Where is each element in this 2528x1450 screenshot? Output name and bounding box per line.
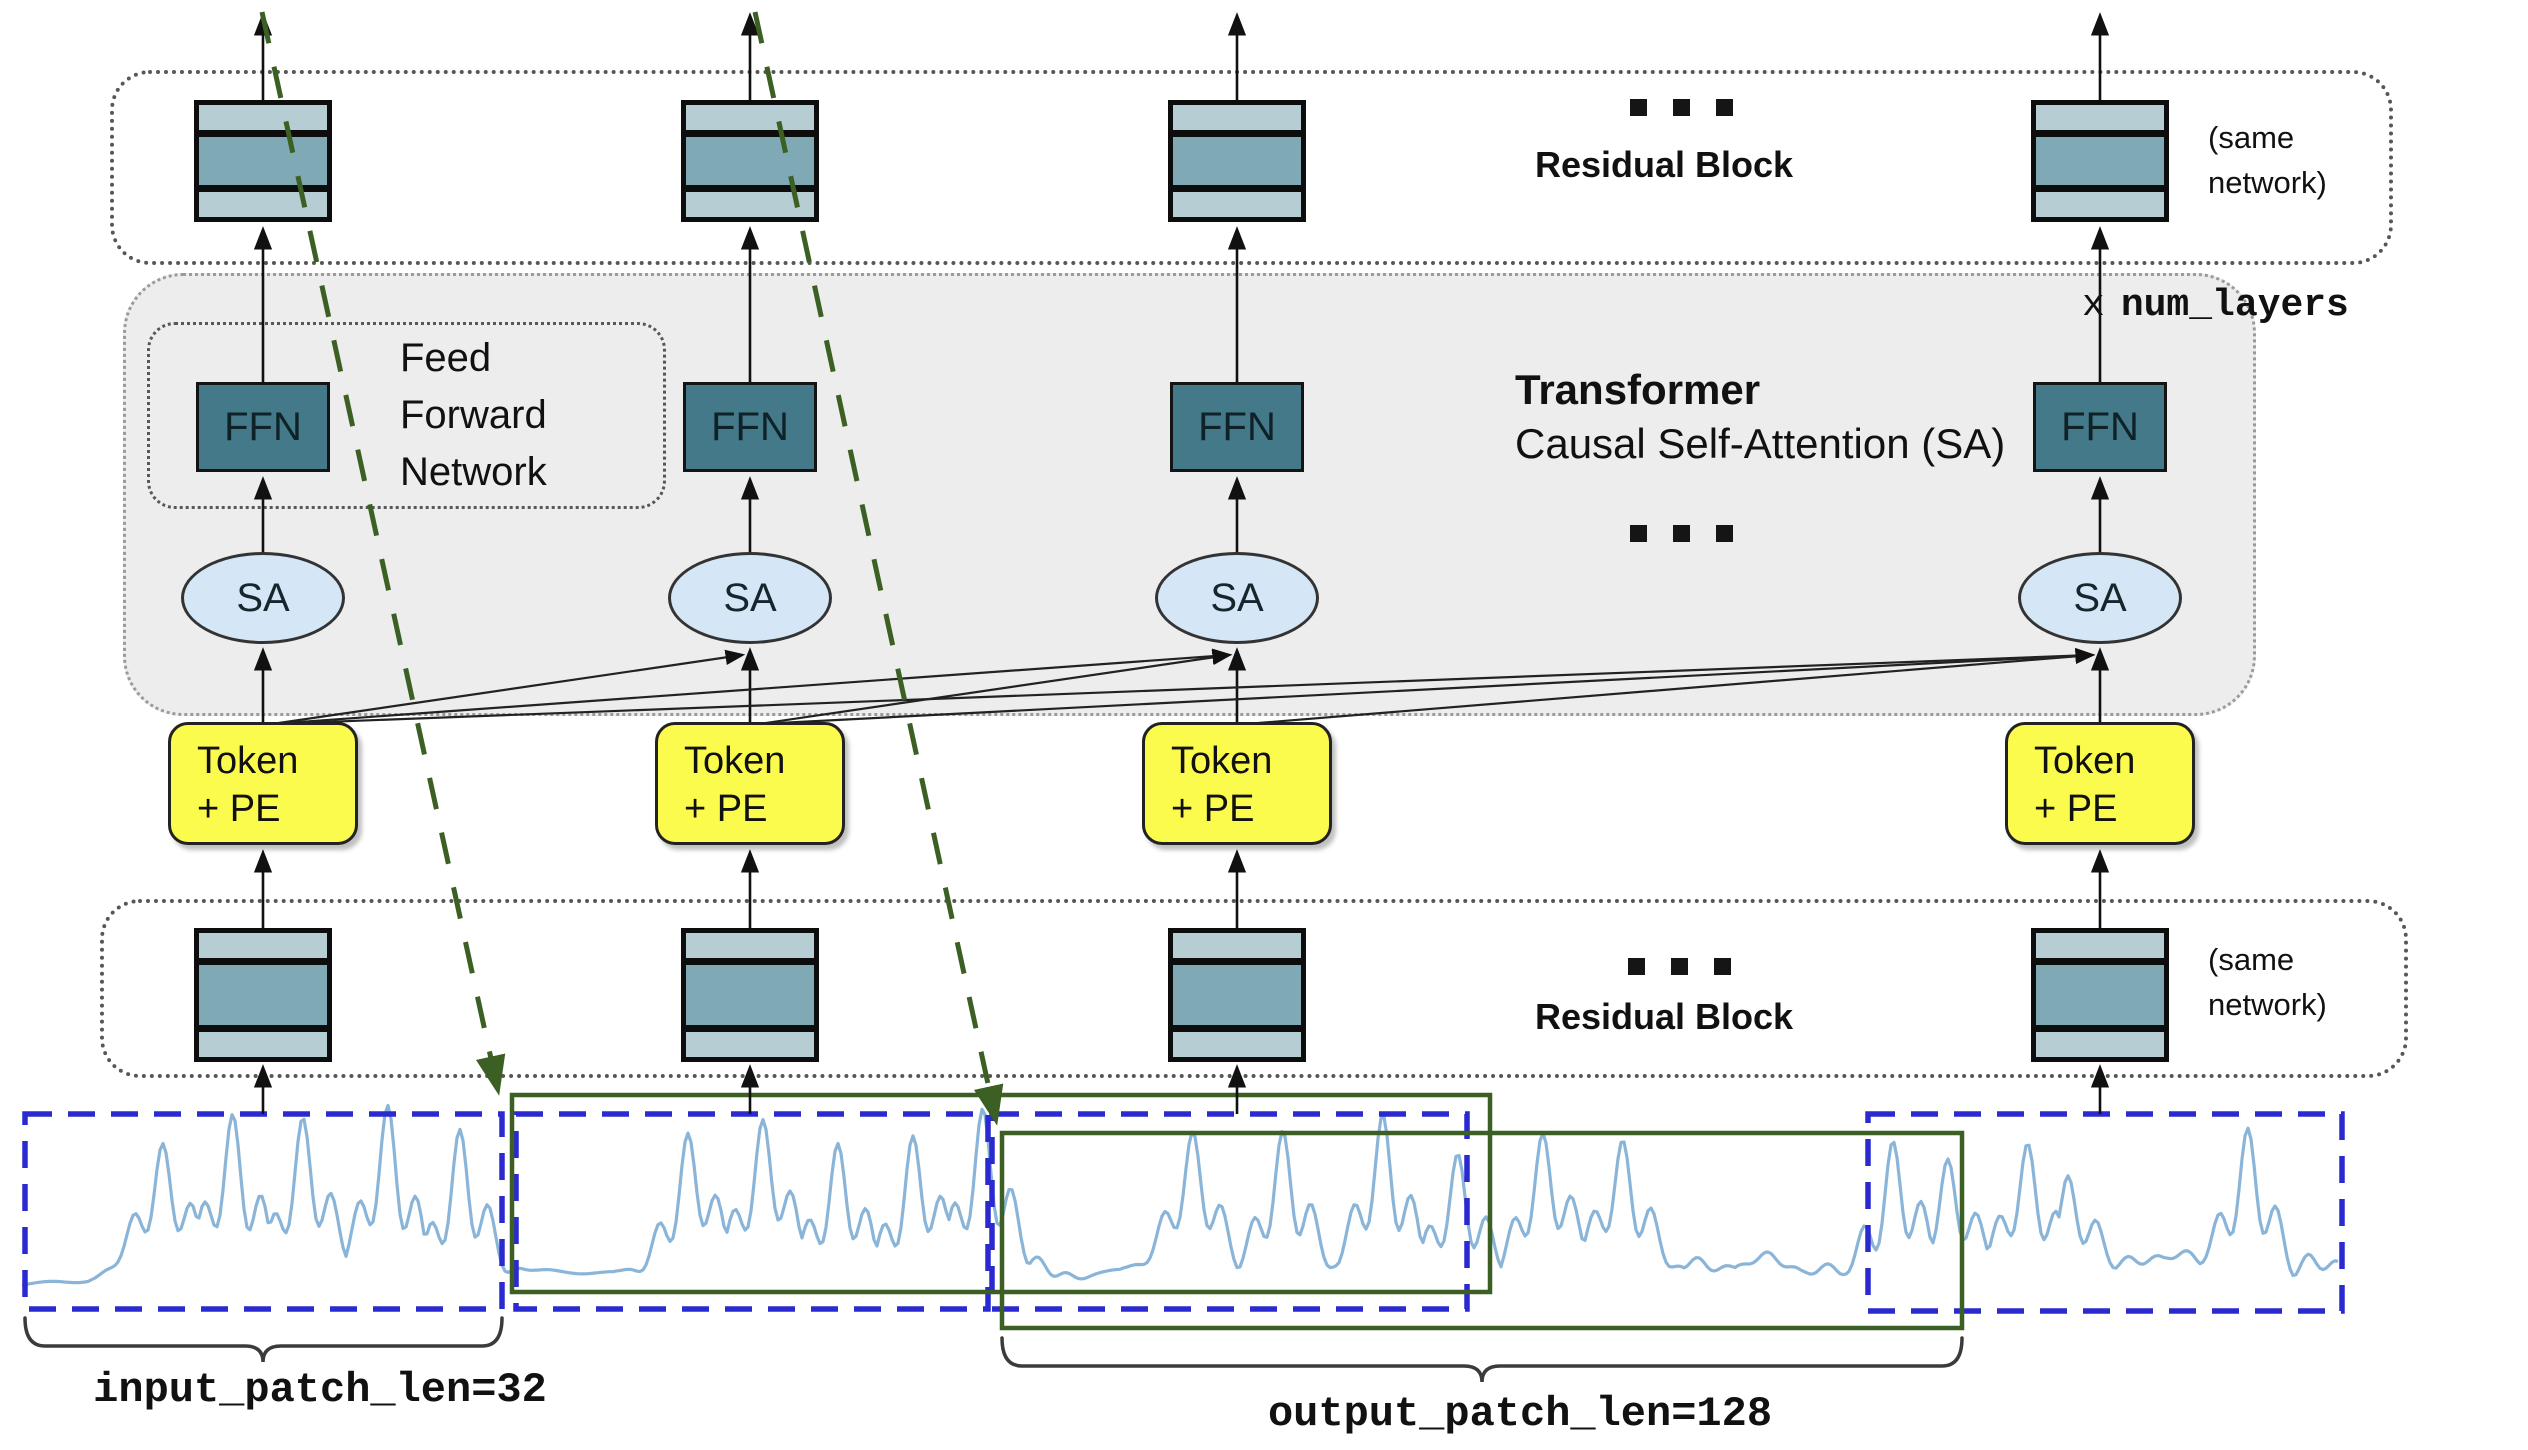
top-residual-block-label: Residual Block	[1535, 144, 1794, 185]
output-patch-box-2	[999, 1130, 1965, 1331]
token-label: Token	[2034, 740, 2136, 782]
input-patch-box-4	[1865, 1111, 2345, 1314]
input-patch-box-1	[22, 1111, 505, 1312]
ffn-box-1: FFN	[196, 382, 330, 472]
ffn-box-2: FFN	[683, 382, 817, 472]
ffn-label: FFN	[711, 404, 789, 449]
token-pe-box-3: Token + PE	[1142, 722, 1332, 845]
token-pe-box-1: Token + PE	[168, 722, 358, 845]
bottom-residual-row-container	[100, 899, 2408, 1078]
residual-block-top-2	[681, 100, 819, 222]
token-label: Token	[684, 740, 786, 782]
residual-block-bottom-4	[2031, 928, 2169, 1062]
token-pe-box-4: Token + PE	[2005, 722, 2195, 845]
input-patch-box-3	[989, 1111, 1470, 1312]
transformer-title: Transformer	[1515, 366, 1761, 413]
time-series-waveform	[21, 1103, 2339, 1287]
ffn-label: FFN	[1198, 404, 1276, 449]
residual-block-bottom-1	[194, 928, 332, 1062]
pe-label: + PE	[684, 787, 768, 830]
output-patch-box-1	[509, 1092, 1493, 1295]
pe-label: + PE	[2034, 787, 2118, 830]
token-pe-box-2: Token + PE	[655, 722, 845, 845]
top-row-ellipsis	[1630, 99, 1733, 116]
self-attention-node-1: SA	[181, 552, 345, 644]
top-same-network-label: (same network)	[2208, 120, 2327, 200]
residual-block-top-3	[1168, 100, 1306, 222]
self-attention-node-3: SA	[1155, 552, 1319, 644]
sa-label: SA	[723, 575, 777, 620]
self-attention-node-4: SA	[2018, 552, 2182, 644]
transformer-subtitle: Causal Self-Attention (SA)	[1515, 420, 2006, 467]
ffn-label: FFN	[2061, 404, 2139, 449]
bottom-same-network-label: (same network)	[2208, 942, 2327, 1022]
output-patch-len-label: output_patch_len=128	[1267, 1390, 1773, 1438]
ffn-label: FFN	[224, 404, 302, 449]
residual-block-top-4	[2031, 100, 2169, 222]
residual-block-top-1	[194, 100, 332, 222]
feed-forward-network-label: Feed Forward Network	[400, 336, 547, 494]
self-attention-node-2: SA	[668, 552, 832, 644]
top-residual-row-container	[110, 70, 2393, 265]
sa-label: SA	[1210, 575, 1264, 620]
token-label: Token	[197, 740, 299, 782]
token-label: Token	[1171, 740, 1273, 782]
sa-label: SA	[236, 575, 290, 620]
input-patch-len-label: input_patch_len=32	[93, 1366, 547, 1414]
sa-label: SA	[2073, 575, 2127, 620]
input-patch-box-2	[513, 1111, 991, 1312]
pe-label: + PE	[1171, 787, 1255, 830]
sa-row-ellipsis	[1630, 525, 1733, 542]
ffn-box-3: FFN	[1170, 382, 1304, 472]
pe-label: + PE	[197, 787, 281, 830]
bottom-row-ellipsis	[1628, 958, 1731, 975]
input-patch-brace	[23, 1316, 504, 1363]
residual-block-bottom-2	[681, 928, 819, 1062]
output-patch-brace	[1000, 1336, 1964, 1383]
bottom-residual-block-label: Residual Block	[1535, 996, 1794, 1037]
residual-block-bottom-3	[1168, 928, 1306, 1062]
ffn-box-4: FFN	[2033, 382, 2167, 472]
